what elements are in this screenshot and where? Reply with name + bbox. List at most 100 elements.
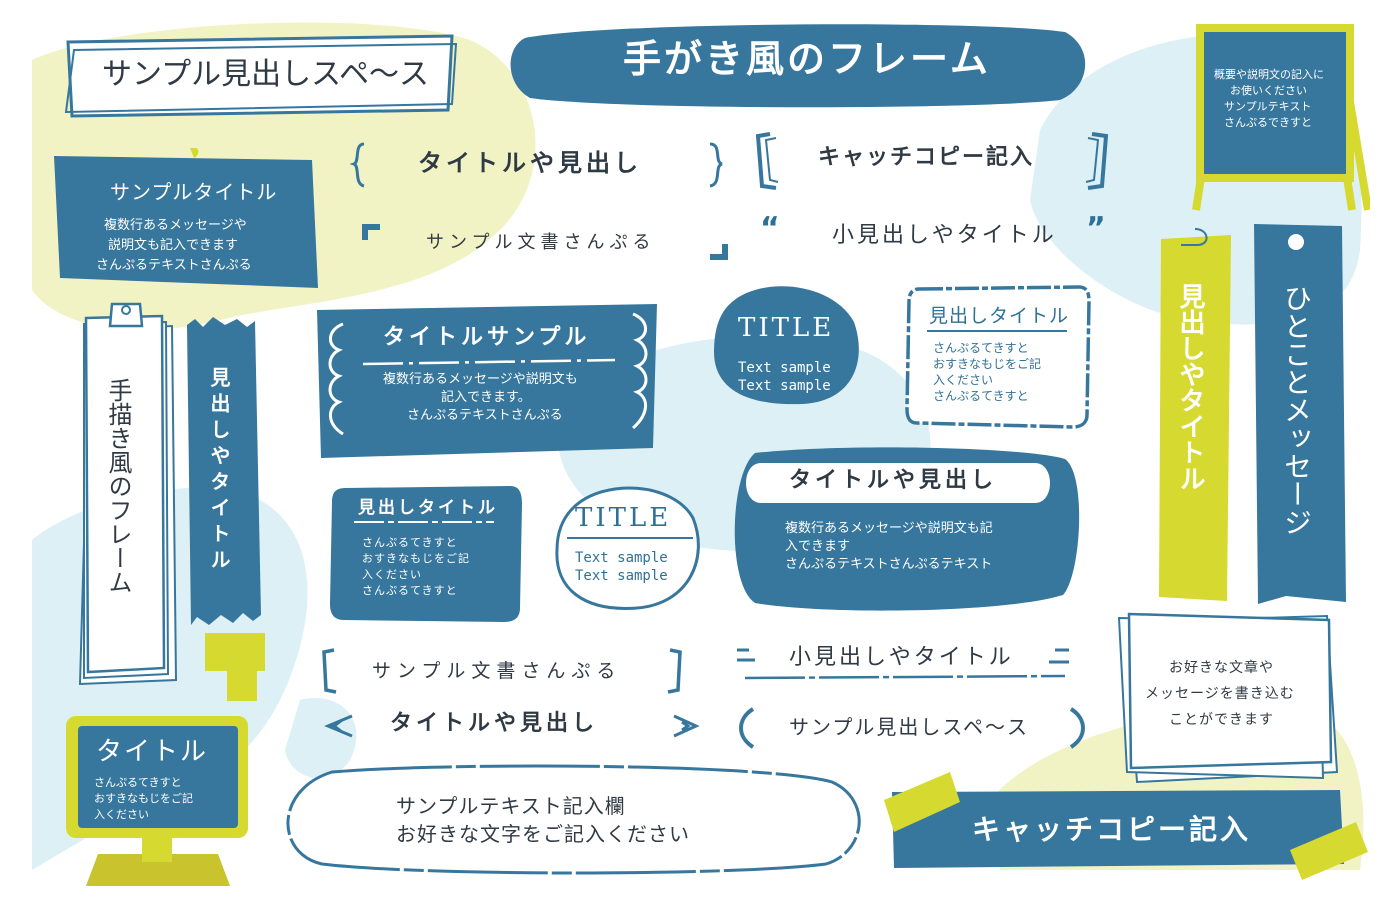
tape-banner-shape [884,772,1368,880]
title-blob-title: TITLE [738,313,835,343]
bracket-marks [322,648,682,694]
underline-heading: 小見出しやタイトル [735,640,1075,686]
yellow-tag-shape [1159,228,1231,601]
brace-heading-left: タイトルや見出し [350,140,730,190]
stack-note-line-2: メッセージを書き込む [1145,686,1295,702]
monitor: タイトル さんぷるてきすと おすきなもじをご記 入ください [62,712,252,892]
pill-card-line-1: 複数行あるメッセージや説明文も記 [785,521,993,536]
title-circle: TITLE Text sample Text sample [553,478,703,613]
pill-card-shape [734,447,1080,611]
arrow-heading-text: タイトルや見出し [390,711,599,736]
sign-line-3: サンプルテキスト [1224,100,1312,113]
oval-note-line-1: サンプルテキスト記入欄 [396,794,626,818]
sign-line-4: さんぷるできすと [1224,116,1312,129]
close-quote-icon: ” [1086,211,1106,246]
yellow-tag-text: 見出しやタイトル [1175,283,1205,491]
sign-board-shape [1192,24,1370,211]
sign-board: 概要や説明文の記入に お使いください サンプルテキスト さんぷるできすと [1190,22,1370,212]
open-quote-icon: “ [760,211,780,246]
corner-heading: サンプル文書さんぷる [360,220,740,270]
brace-right-marks [755,132,1109,190]
tape-banner: キャッチコピー記入 [880,772,1370,884]
bracket-heading: サンプル文書さんぷる [318,646,688,696]
title-blob-line-2: Text sample [738,378,831,394]
title-blob-shape [714,286,859,405]
clipboard-paper-shape [78,302,178,686]
arrow-heading: タイトルや見出し [322,702,702,748]
underline-heading-text: 小見出しやタイトル [789,645,1014,670]
monitor-line-2: おすきなもじをご記 [94,792,193,805]
quote-heading-text: 小見出しやタイトル [832,223,1057,248]
small-card-shape [330,486,522,622]
small-card-line-2: おすきなもじをご記 [362,552,470,565]
monitor-line-1: さんぷるてきすと [94,776,182,789]
heading-text: サンプル見出しスペ～ス [102,57,429,92]
outline-box: 見出しタイトル さんぷるてきすと おすきなもじをご記 入ください さんぷるてきす… [903,283,1091,431]
sign-line-1: 概要や説明文の記入に [1214,68,1324,81]
title-circle-line-1: Text sample [575,550,668,566]
scallop-card: タイトルサンプル 複数行あるメッセージや説明文も 記入できます。 さんぷるテキス… [315,302,660,460]
stack-note-line-1: お好きな文章や [1169,660,1274,676]
oval-note-shape [286,764,861,875]
small-card-title: 見出しタイトル [358,498,498,518]
pill-card-line-3: さんぷるテキストさんぷるテキスト [785,557,993,572]
scallop-card-title: タイトルサンプル [383,325,591,350]
small-card: 見出しタイトル さんぷるてきすと おすきなもじをご記 入ください さんぷるてきす… [328,484,524,624]
main-title-banner: 手がき風のフレーム [505,18,1090,110]
monitor-shape [66,716,248,886]
torn-strip-shape [187,317,265,701]
blue-tag-shape [1254,224,1346,604]
brace-left-marks [350,142,723,188]
scallop-card-line-2: 記入できます。 [441,390,531,405]
monitor-title: タイトル [96,737,209,767]
clipboard-paper: 手描き風のフレーム [76,300,180,690]
tape-banner-text: キャッチコピー記入 [972,813,1252,846]
pill-card-title: タイトルや見出し [789,468,998,493]
oval-note: サンプルテキスト記入欄 お好きな文字をご記入ください [272,760,868,878]
pill-card: タイトルや見出し 複数行あるメッセージや説明文も記 入できます さんぷるテキスト… [725,445,1083,615]
yellow-tag: 見出しやタイトル [1155,225,1235,605]
quote-heading: “ 小見出しやタイトル ” [760,211,1110,260]
pill-card-line-2: 入できます [785,539,851,554]
scallop-card-line-3: さんぷるテキストさんぷる [407,408,563,423]
sample-title-card-line-2: 説明文も記入できます [108,238,239,253]
blue-tag-text: ひとことメッセージ [1280,284,1313,536]
blue-tag: ひとことメッセージ [1250,222,1350,607]
outline-box-line-2: おすきなもじをご記 [933,357,1042,371]
underline-marks [737,648,1069,680]
sample-title-card-shape [54,148,318,288]
brace-heading-right-text: キャッチコピー記入 [818,145,1035,170]
title-circle-shape [555,486,700,610]
paren-heading-text: サンプル見出しスペ～ス [789,715,1029,739]
stack-note-shape [1117,612,1339,784]
outline-box-title: 見出しタイトル [929,305,1070,327]
sample-title-card-line-1: 複数行あるメッセージや [104,218,247,233]
sign-line-2: お使いください [1230,84,1307,97]
small-card-line-1: さんぷるてきすと [362,536,458,549]
paren-marks [739,707,1085,749]
outline-box-line-4: さんぷるてきすと [933,389,1029,403]
stack-note: お好きな文章や メッセージを書き込む ことができます [1115,612,1340,787]
small-card-line-3: 入ください [362,568,422,581]
sample-title-card: サンプルタイトル 複数行あるメッセージや 説明文も記入できます さんぷるテキスト… [50,148,320,298]
paren-heading: サンプル見出しスペ～ス [735,705,1090,751]
sample-title-card-line-3: さんぷるテキストさんぷる [96,258,252,273]
heading-frame-outline [64,34,458,118]
sample-title-card-title: サンプルタイトル [110,180,278,204]
stack-note-line-3: ことができます [1169,712,1274,728]
title-circle-line-2: Text sample [575,568,668,584]
title-blob-line-1: Text sample [738,360,831,376]
scallop-card-shape [317,304,657,458]
torn-strip: 見出しやタイトル [185,315,265,705]
title-circle-title: TITLE [575,503,672,533]
main-title: 手がき風のフレーム [623,37,991,81]
brace-heading-right: キャッチコピー記入 [752,130,1114,192]
title-blob: TITLE Text sample Text sample [712,282,862,407]
outline-box-line-1: さんぷるてきすと [933,341,1029,355]
clipboard-paper-text: 手描き風のフレーム [104,378,132,594]
scallop-card-line-1: 複数行あるメッセージや説明文も [383,372,578,387]
main-title-shape [510,24,1086,108]
torn-strip-text: 見出しやタイトル [207,367,231,575]
monitor-line-3: 入ください [94,808,149,821]
brace-heading-left-text: タイトルや見出し [418,149,642,177]
